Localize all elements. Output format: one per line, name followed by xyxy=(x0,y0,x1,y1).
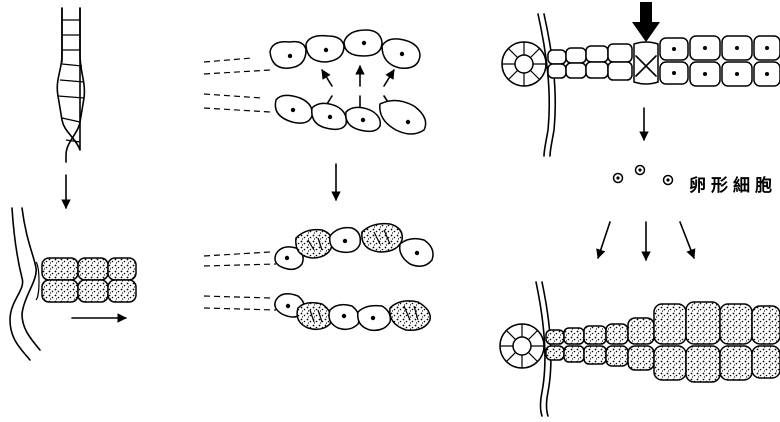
panel-1-outgrowth xyxy=(10,208,136,360)
panel-2-bottom-row xyxy=(204,94,426,134)
panel-2-bottom-row-differentiating xyxy=(204,294,430,331)
panel-3-gonad-wall-top xyxy=(502,14,555,156)
panel-1-tube xyxy=(57,8,84,162)
panel-3-cell-strands-top xyxy=(548,36,780,86)
panel-2-top-row xyxy=(204,30,420,74)
panel-3-diverging-arrows xyxy=(598,222,694,260)
panel-3-regrown-strands xyxy=(546,302,780,382)
oocyte-label: 卵形細胞 xyxy=(689,171,777,196)
excision-arrow xyxy=(632,2,660,42)
oocyte-cells xyxy=(614,166,673,185)
panel-2-top-row-differentiating xyxy=(204,224,433,270)
panel-3-gonad-wall-bottom xyxy=(500,282,551,416)
